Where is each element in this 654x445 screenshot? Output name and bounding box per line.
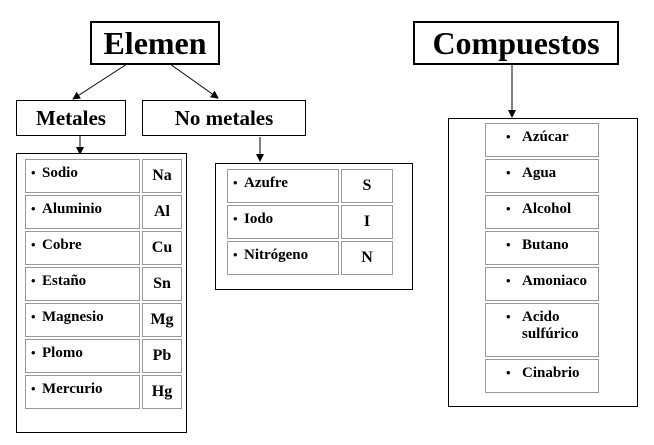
element-symbol: Hg	[142, 375, 182, 409]
element-symbol: Al	[142, 195, 182, 229]
compound-name: Cinabrio	[485, 359, 599, 393]
element-name: Aluminio	[25, 195, 140, 229]
element-name: Azufre	[227, 169, 339, 203]
element-name: Iodo	[227, 205, 339, 239]
elemen-title: Elemen	[103, 24, 207, 61]
element-symbol: Na	[142, 159, 182, 193]
element-symbol: Pb	[142, 339, 182, 373]
element-name: Nitrógeno	[227, 241, 339, 275]
table-row: Butano	[485, 231, 599, 265]
arrow-elemen-to-metales	[72, 63, 128, 100]
no-metales-table: AzufreSIodoINitrógenoN	[225, 167, 395, 277]
metales-title-box: Metales	[16, 100, 126, 136]
no-metales-list-box: AzufreSIodoINitrógenoN	[215, 163, 413, 290]
element-name: Plomo	[25, 339, 140, 373]
element-name: Sodio	[25, 159, 140, 193]
compuestos-title-box: Compuestos	[413, 21, 619, 65]
no-metales-title: No metales	[174, 105, 274, 130]
table-row: Acido sulfúrico	[485, 303, 599, 357]
element-name: Estaño	[25, 267, 140, 301]
compound-name: Alcohol	[485, 195, 599, 229]
element-symbol: Mg	[142, 303, 182, 337]
arrow-elemen-to-no-metales	[169, 63, 219, 99]
table-row: Azúcar	[485, 123, 599, 157]
metales-list-box: SodioNaAluminioAlCobreCuEstañoSnMagnesio…	[16, 153, 187, 433]
no-metales-title-box: No metales	[142, 100, 306, 136]
element-name: Cobre	[25, 231, 140, 265]
metales-table: SodioNaAluminioAlCobreCuEstañoSnMagnesio…	[23, 157, 184, 411]
table-row: Alcohol	[485, 195, 599, 229]
compound-name: Acido sulfúrico	[485, 303, 599, 357]
compound-name: Agua	[485, 159, 599, 193]
table-row: Amoniaco	[485, 267, 599, 301]
element-symbol: I	[341, 205, 393, 239]
element-symbol: N	[341, 241, 393, 275]
element-symbol: S	[341, 169, 393, 203]
compuestos-table: AzúcarAguaAlcoholButanoAmoniacoAcido sul…	[483, 121, 601, 395]
metales-title: Metales	[36, 105, 106, 130]
element-symbol: Sn	[142, 267, 182, 301]
compuestos-title: Compuestos	[432, 24, 600, 61]
compound-name: Amoniaco	[485, 267, 599, 301]
table-row: Cinabrio	[485, 359, 599, 393]
element-name: Magnesio	[25, 303, 140, 337]
compound-name: Butano	[485, 231, 599, 265]
element-name: Mercurio	[25, 375, 140, 409]
compound-name: Azúcar	[485, 123, 599, 157]
element-symbol: Cu	[142, 231, 182, 265]
table-row: Agua	[485, 159, 599, 193]
elemen-title-box: Elemen	[90, 21, 220, 65]
compuestos-list-box: AzúcarAguaAlcoholButanoAmoniacoAcido sul…	[448, 118, 638, 407]
